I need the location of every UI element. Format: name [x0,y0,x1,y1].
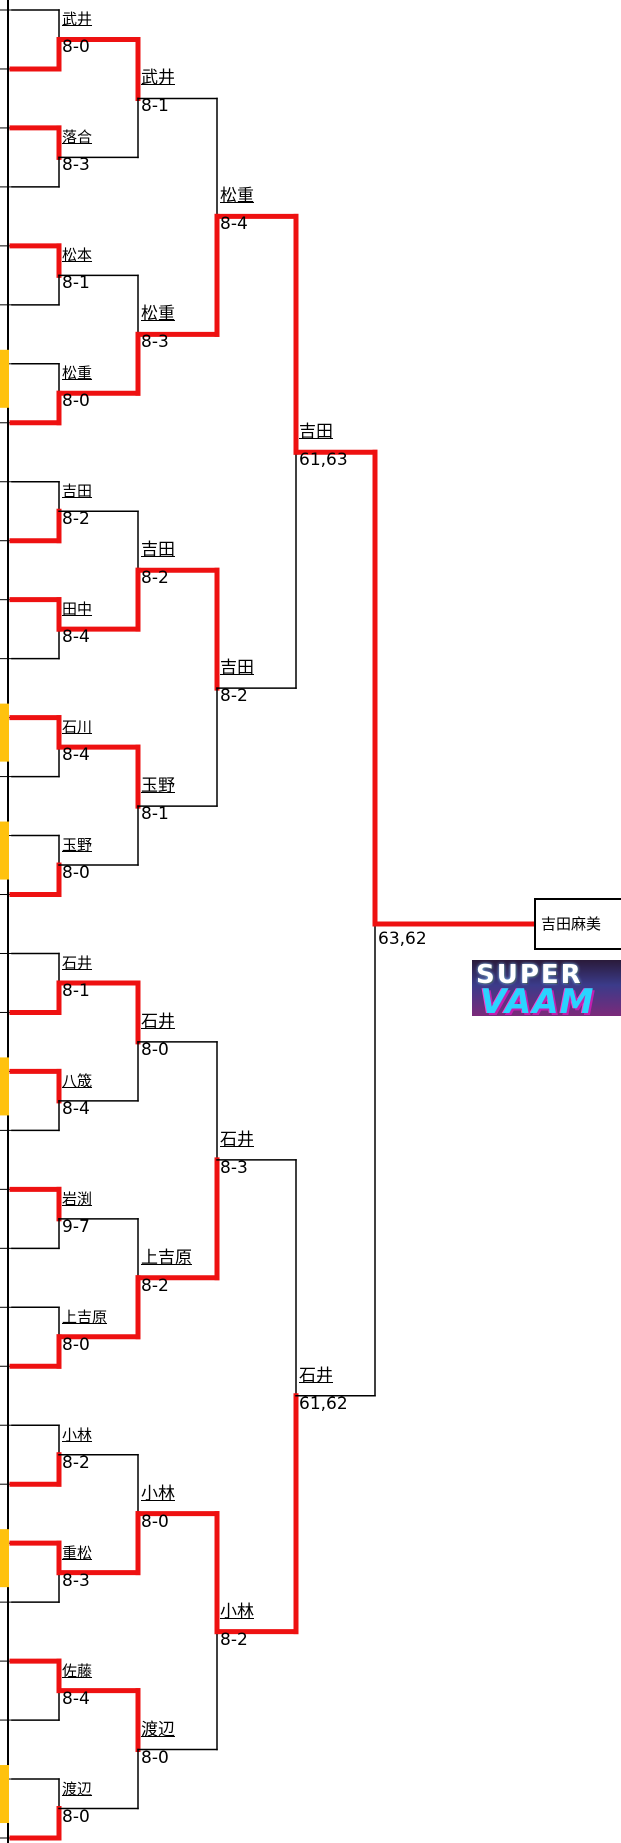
r3-winner-name: 吉田 [220,658,254,679]
r2-score: 8-0 [141,1039,169,1060]
r2-score: 8-0 [141,1511,169,1532]
r1-winner-name: 重松 [62,1543,93,1562]
r3-score: 8-2 [220,1629,248,1650]
r1-winner-name: 石井 [62,953,93,972]
r1-score: 8-0 [62,1806,90,1827]
r1-winner-name: 岩渕 [62,1189,93,1208]
logo-line1: SUPER [476,960,583,990]
seed-marker [0,349,9,408]
r1-winner-name: 小林 [62,1425,93,1444]
r2-winner-name: 玉野 [141,776,175,797]
r1-score: 8-4 [62,627,90,648]
r1-winner-name: 上吉原 [62,1307,108,1326]
r2-score: 8-2 [141,568,169,589]
r1-winner-name: 武井 [62,10,93,29]
r1-score: 8-0 [62,863,90,884]
r1-winner-name: 八筬 [62,1071,93,1090]
r2-score: 8-1 [141,96,169,117]
r1-winner-name: 渡辺 [62,1779,93,1798]
r1-score: 8-1 [62,980,90,1001]
champion-box: 吉田麻美 [534,898,621,950]
r2-winner-name: 吉田 [141,540,175,561]
r1-winner-name: 田中 [62,600,93,619]
r1-winner-name: 落合 [62,128,93,147]
final-score: 63,62 [378,929,427,949]
r1-score: 8-0 [62,1334,90,1355]
r1-score: 8-1 [62,273,90,294]
semi-score: 61,63 [299,450,348,471]
r2-winner-name: 武井 [141,68,175,89]
r1-score: 8-2 [62,509,90,530]
r1-winner-name: 吉田 [62,482,93,501]
r2-score: 8-2 [141,1275,169,1296]
r3-score: 8-3 [220,1157,248,1178]
r1-score: 8-3 [62,155,90,176]
r2-winner-name: 石井 [141,1011,175,1032]
super-vaam-logo: SUPER VAAM [472,960,621,1016]
r3-winner-name: 松重 [220,186,254,207]
r2-winner-name: 松重 [141,304,175,325]
logo-line2: VAAM [480,982,595,1016]
r1-score: 8-2 [62,1452,90,1473]
semi-winner-name: 吉田 [299,422,333,443]
r1-winner-name: 松本 [62,246,93,265]
r1-score: 9-7 [62,1216,90,1237]
seed-marker [0,821,9,880]
r2-score: 8-3 [141,332,169,353]
r3-score: 8-4 [220,214,248,235]
r1-score: 8-3 [62,1570,90,1591]
r2-score: 8-1 [141,804,169,825]
seed-marker [0,1057,9,1116]
r2-winner-name: 小林 [141,1483,175,1504]
r1-score: 8-0 [62,37,90,58]
r3-score: 8-2 [220,686,248,707]
r3-winner-name: 石井 [220,1129,254,1150]
seed-marker [0,703,9,762]
r1-score: 8-4 [62,1098,90,1119]
semi-winner-name: 石井 [299,1365,333,1386]
seed-marker [0,1765,9,1824]
r2-winner-name: 渡辺 [141,1719,175,1740]
r2-score: 8-0 [141,1747,169,1768]
r1-score: 8-0 [62,391,90,412]
r1-winner-name: 松重 [62,364,93,383]
r3-winner-name: 小林 [220,1601,254,1622]
r1-winner-name: 佐藤 [62,1661,93,1680]
champion-name: 吉田麻美 [541,915,602,933]
r2-winner-name: 上吉原 [141,1247,192,1268]
seed-marker [0,1529,9,1588]
semi-score: 61,62 [299,1393,348,1414]
r1-score: 8-4 [62,745,90,766]
r1-winner-name: 石川 [62,718,93,737]
r1-score: 8-4 [62,1688,90,1709]
r1-winner-name: 玉野 [62,836,93,855]
